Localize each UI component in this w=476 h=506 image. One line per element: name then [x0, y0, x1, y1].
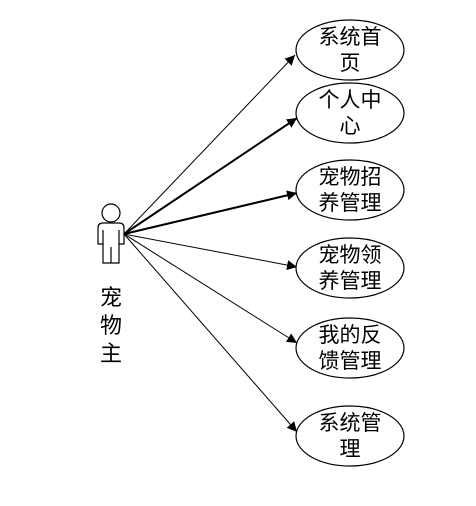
- use-case-personal-center: 个人中 心: [295, 82, 405, 144]
- use-case-ellipse: [295, 237, 405, 299]
- association-arrow: [123, 54, 296, 235]
- use-case-label-line: 系统首: [319, 25, 382, 49]
- association-arrow: [123, 233, 298, 271]
- actor-label-char: 主: [100, 342, 122, 367]
- actor-label-char: 物: [100, 314, 122, 339]
- association-arrow: [123, 190, 298, 235]
- actor-body: [97, 222, 125, 264]
- use-case-label-line: 理: [340, 437, 361, 461]
- association-arrow: [123, 233, 298, 433]
- use-case-label-line: 我的反: [319, 323, 382, 347]
- use-case-label-line: 馈管理: [319, 349, 382, 373]
- use-case-ellipse: [295, 82, 405, 144]
- use-case-label-line: 养管理: [319, 191, 382, 215]
- use-case-ellipse: [295, 19, 405, 81]
- use-case-label-line: 宠物领: [319, 243, 382, 267]
- use-case-pet-adoption-management: 宠物领 养管理: [295, 237, 405, 299]
- use-case-label-line: 宠物招: [319, 165, 382, 189]
- use-case-label-line: 心: [340, 114, 361, 138]
- actor-figure: [97, 203, 125, 264]
- actor-label-char: 宠: [100, 286, 122, 311]
- associations: [123, 54, 298, 433]
- association-arrow: [123, 117, 298, 235]
- use-case-system-management: 系统管 理: [295, 405, 405, 467]
- use-case-label-line: 个人中: [319, 88, 382, 112]
- actor-label: 宠 物 主: [100, 286, 122, 367]
- use-case-label-line: 养管理: [319, 269, 382, 293]
- use-case-label-line: 系统管: [319, 411, 382, 435]
- actor-head: [101, 203, 121, 223]
- association-arrow: [123, 233, 298, 344]
- use-case-ellipse: [295, 405, 405, 467]
- use-case-ellipse: [295, 317, 405, 379]
- use-case-my-feedback-management: 我的反 馈管理: [295, 317, 405, 379]
- use-case-ellipse: [295, 159, 405, 221]
- use-case-pet-recruit-management: 宠物招 养管理: [295, 159, 405, 221]
- use-case-system-home: 系统首 页: [295, 19, 405, 81]
- use-case-label-line: 页: [340, 51, 361, 75]
